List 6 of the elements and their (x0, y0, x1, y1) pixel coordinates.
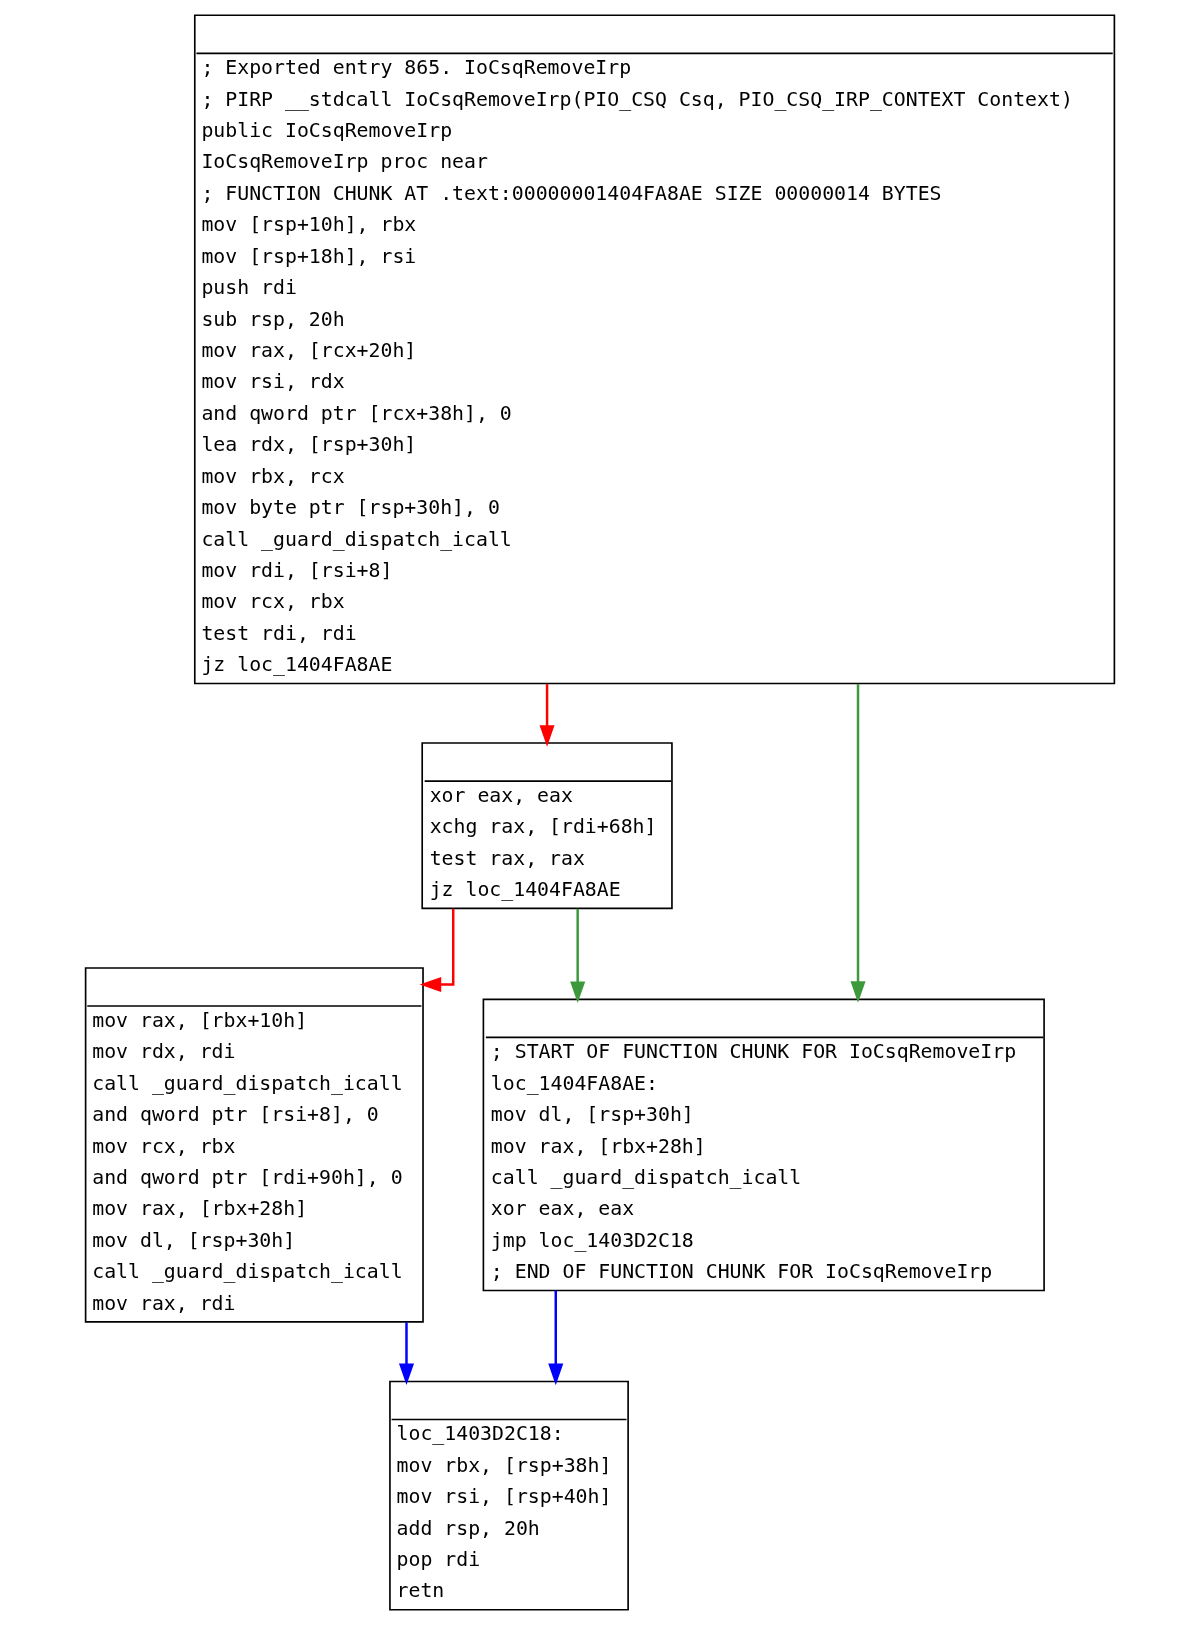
arrow (419, 908, 455, 993)
arrow (398, 1322, 414, 1386)
arrow (548, 1290, 564, 1386)
arrow (570, 908, 586, 1004)
arrow (850, 683, 866, 1003)
arrow (539, 684, 555, 747)
